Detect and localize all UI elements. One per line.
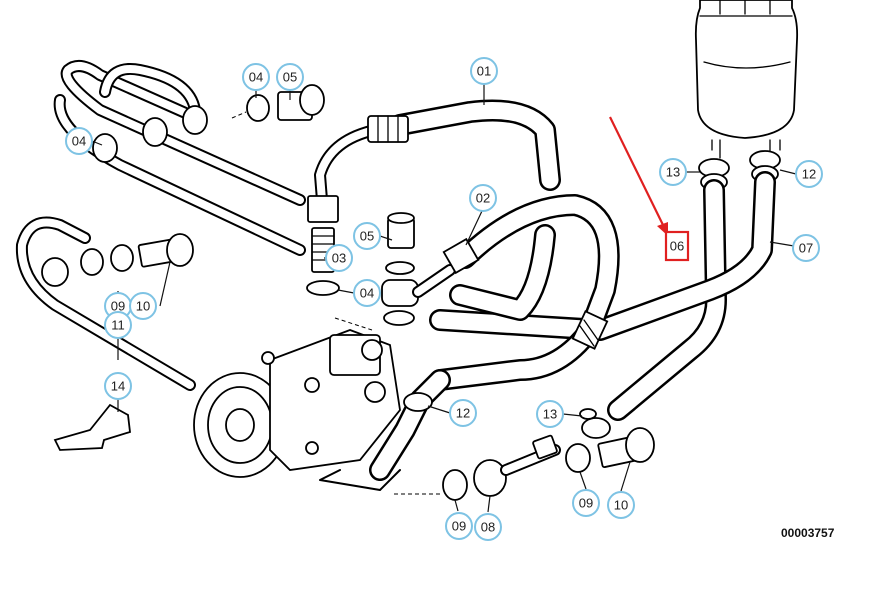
callout-label: 10 <box>614 498 628 513</box>
banjo-bolt-05-centre <box>381 212 480 326</box>
callout-02[interactable]: 02 <box>469 184 497 212</box>
callout-03[interactable]: 03 <box>325 244 353 272</box>
callout-10-bottom[interactable]: 10 <box>607 491 635 519</box>
callout-label: 12 <box>802 167 816 182</box>
callout-label: 04 <box>360 286 374 301</box>
callout-09-bottom-right[interactable]: 09 <box>572 489 600 517</box>
callout-label: 03 <box>332 251 346 266</box>
callout-04-left[interactable]: 04 <box>65 127 93 155</box>
callout-11[interactable]: 11 <box>104 311 132 339</box>
callout-label: 12 <box>456 406 470 421</box>
callout-12-lower[interactable]: 12 <box>449 399 477 427</box>
hose-clamp-lower <box>369 369 451 481</box>
callout-label: 05 <box>360 229 374 244</box>
callout-09-left[interactable]: 09 <box>104 292 132 320</box>
callout-08[interactable]: 08 <box>474 513 502 541</box>
callout-06-highlighted[interactable]: 06 <box>664 230 690 262</box>
callout-label: 09 <box>579 496 593 511</box>
assembly-guides <box>231 111 440 495</box>
callout-label: 11 <box>111 318 125 333</box>
callout-label: 13 <box>543 407 557 422</box>
callout-07[interactable]: 07 <box>792 234 820 262</box>
callout-13-top[interactable]: 13 <box>659 158 687 186</box>
callout-label: 10 <box>136 299 150 314</box>
callout-09-bottom-left[interactable]: 09 <box>445 512 473 540</box>
leader-lines <box>91 84 807 513</box>
callout-01[interactable]: 01 <box>470 57 498 85</box>
callout-label: 01 <box>477 64 491 79</box>
hose-clamp-13-lower <box>579 408 611 439</box>
callout-label: 02 <box>476 191 490 206</box>
callout-13-lower[interactable]: 13 <box>536 400 564 428</box>
callout-label: 14 <box>111 379 125 394</box>
callout-05-centre[interactable]: 05 <box>353 222 381 250</box>
cooling-coil <box>53 60 306 256</box>
callout-12-top[interactable]: 12 <box>795 160 823 188</box>
callout-label: 09 <box>111 299 125 314</box>
suction-hose-07 <box>429 171 776 341</box>
bracket-14 <box>53 403 131 451</box>
callout-label: 05 <box>283 70 297 85</box>
reservoir <box>694 0 799 159</box>
callout-label: 07 <box>799 241 813 256</box>
callout-14[interactable]: 14 <box>104 372 132 400</box>
callout-label: 04 <box>249 70 263 85</box>
callout-10-left[interactable]: 10 <box>129 292 157 320</box>
callout-label: 13 <box>666 165 680 180</box>
callout-label: 06 <box>670 239 684 254</box>
hose-11 <box>15 216 196 391</box>
callout-label: 08 <box>481 520 495 535</box>
highlight-arrow <box>609 116 668 236</box>
pressure-hose-02 <box>429 194 620 391</box>
banjo-bolt-05-top <box>246 84 325 122</box>
callout-05-top[interactable]: 05 <box>276 63 304 91</box>
diagram-reference-number: 00003757 <box>781 526 835 540</box>
return-line-08 <box>442 427 655 501</box>
banjo-bolt-10-left <box>137 233 194 268</box>
return-hose-06 <box>607 179 727 421</box>
pressure-line-01 <box>307 99 561 223</box>
callout-label: 04 <box>72 134 86 149</box>
steering-pump <box>193 329 401 491</box>
callout-04-top[interactable]: 04 <box>242 63 270 91</box>
callout-04-centre[interactable]: 04 <box>353 279 381 307</box>
hose-loop <box>449 224 556 321</box>
callout-label: 09 <box>452 519 466 534</box>
